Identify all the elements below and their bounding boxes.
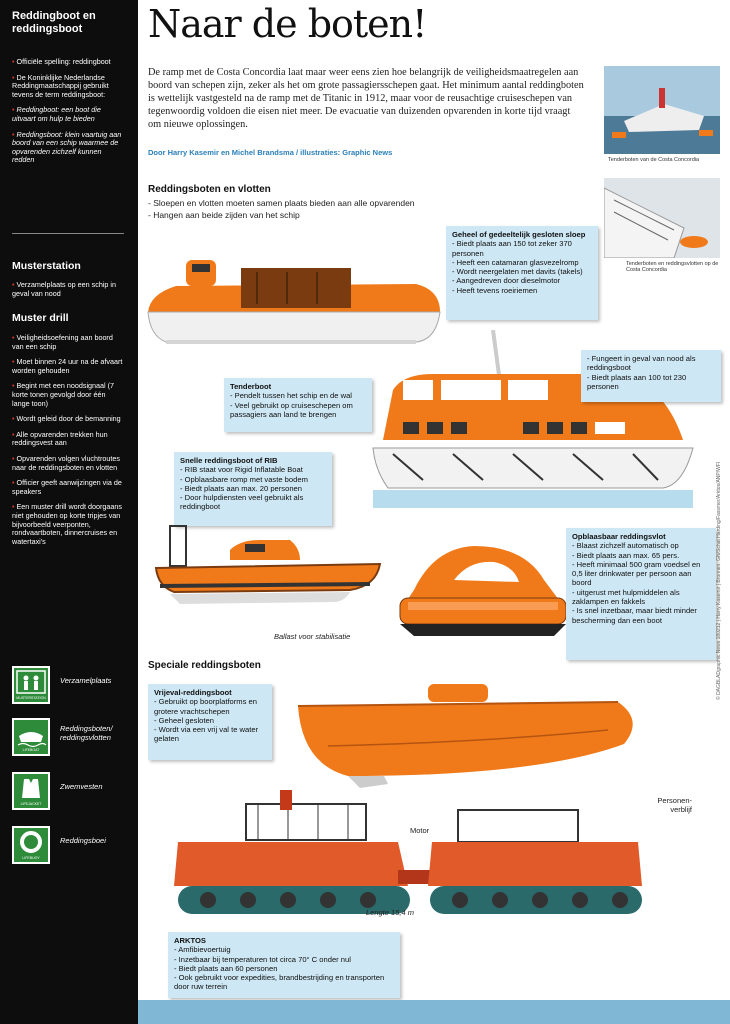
musterstation-heading: Musterstation	[12, 260, 81, 272]
list-item: Is snel inzetbaar, maar biedt minder bes…	[572, 606, 710, 625]
sidebar-title: Reddingboot en reddingsboot	[12, 10, 96, 35]
legend-label: Reddingsboei	[60, 836, 106, 845]
legend-label: Zwemvesten	[60, 782, 103, 791]
list-item: Opblaasbare romp met vaste bodem	[180, 475, 326, 484]
arktos-title: ARKTOS	[174, 936, 206, 945]
arktos-info: ARKTOS Amfibievoertuig Inzetbaar bij tem…	[168, 932, 400, 998]
list-item: Heeft minimaal 500 gram voedsel en 0,5 l…	[572, 560, 710, 588]
legend-lifeboat: LIFEBOAT Reddingsboten/ reddingsvlotten	[12, 718, 137, 762]
list-item: • Wordt geleid door de bemanning	[12, 414, 121, 424]
intro-text: De ramp met de Costa Concordia laat maar…	[148, 67, 584, 130]
svg-text:LIFEBUOY: LIFEBUOY	[22, 856, 40, 860]
list-item: • De Koninklijke Nederlandse Reddingmaat…	[12, 72, 109, 99]
list-item: Biedt plaats aan 100 tot 230 personen	[587, 373, 715, 392]
motor-label: Motor	[410, 826, 430, 835]
personen-verblijf-label: Personen-verblijf	[657, 796, 692, 814]
muster-station-icon: MUSTERSTATION	[12, 666, 50, 704]
lifeboat-icon: LIFEBOAT	[12, 718, 50, 756]
svg-text:LIFEBOAT: LIFEBOAT	[23, 748, 41, 752]
list-item: • Moet binnen 24 uur na de afvaart worde…	[12, 357, 123, 375]
list-item: Wordt neergelaten met davits (takels)	[452, 267, 592, 276]
ballast-label: Ballast voor stabilisatie	[274, 632, 351, 641]
legend-lifejacket: LIFEJACKET Zwemvesten	[12, 772, 137, 816]
list-item: Amfibievoertuig	[174, 945, 394, 954]
photo-caption: Tenderboten van de Costa Concordia	[608, 157, 700, 163]
list-item: • Begint met een noodsignaal (7 korte to…	[12, 381, 115, 408]
tender-extra-info: Fungeert in geval van nood als reddingsb…	[581, 350, 721, 402]
section-heading: Reddingsboten en vlotten	[148, 184, 271, 195]
list-item: Biedt plaats aan 60 personen	[174, 964, 394, 973]
tender-title: Tenderboot	[230, 382, 272, 391]
byline: Door Harry Kasemir en Michel Brandsma / …	[148, 148, 393, 157]
list-item: Gebruikt op boorplatforms en grotere vra…	[154, 697, 266, 716]
list-item: RIB staat voor Rigid Inflatable Boat	[180, 465, 326, 474]
legend-lifebuoy: LIFEBUOY Reddingsboei	[12, 826, 137, 870]
list-item: Biedt plaats aan 150 tot zeker 370 perso…	[452, 239, 592, 258]
list-item: Door hulpdiensten veel gebruikt als redd…	[180, 493, 326, 512]
sidebar: Reddingboot en reddingsboot • Officiële …	[0, 0, 138, 1024]
list-item: Wordt via een vrij val te water gelaten	[154, 725, 266, 744]
svg-text:MUSTERSTATION: MUSTERSTATION	[16, 696, 46, 700]
list-item: Fungeert in geval van nood als reddingsb…	[587, 354, 715, 373]
list-item: Biedt plaats aan max. 20 personen	[180, 484, 326, 493]
list-item: Ook gebruikt voor expedities, brandbestr…	[174, 973, 394, 992]
legend-label: Reddingsboten/ reddingsvlotten	[60, 724, 113, 742]
rib-title: Snelle reddingsboot of RIB	[180, 456, 278, 465]
raft-info: Opblaasbaar reddingsvlot Blaast zichzelf…	[566, 528, 716, 660]
arktos-illustration	[174, 790, 642, 914]
section-heading: Speciale reddingsboten	[148, 660, 261, 671]
section-line: - Sloepen en vlotten moeten samen plaats…	[148, 198, 415, 208]
rib-illustration	[154, 525, 382, 604]
list-item: • Veiligheidsoefening aan boord van een …	[12, 333, 113, 351]
list-item: • Reddingsboot: klein vaartuig aan boord…	[12, 129, 122, 165]
raft-title: Opblaasbaar reddingsvlot	[572, 532, 666, 541]
section-line: - Hangen aan beide zijden van het schip	[148, 210, 300, 220]
list-item: Heeft een catamaran glasvezelromp	[452, 258, 592, 267]
list-item: • Alle opvarenden trekken hun reddingsve…	[12, 429, 108, 448]
freefall-info: Vrijeval-reddingsboot Gebruikt op boorpl…	[148, 684, 272, 760]
tender-boats-photo	[604, 66, 720, 154]
divider	[12, 233, 124, 234]
freefall-title: Vrijeval-reddingsboot	[154, 688, 232, 697]
freefall-boat-illustration	[297, 684, 633, 788]
photo-caption: Tenderboten en reddingsvlotten op de Cos…	[626, 261, 719, 273]
list-item: Geheel gesloten	[154, 716, 266, 725]
list-item: • Een muster drill wordt doorgaans niet …	[12, 502, 122, 546]
musterstation-text: • Verzamelplaats op een schip in geval v…	[12, 280, 117, 298]
svg-text:LIFEJACKET: LIFEJACKET	[21, 802, 43, 806]
closed-boat-info: Geheel of gedeeltelijk gesloten sloep Bi…	[446, 226, 598, 320]
list-item: • Officier geeft aanwijzingen via de spe…	[12, 478, 122, 496]
sidebar-definitions: • Officiële spelling: reddingboot • De K…	[12, 57, 124, 172]
list-item: Aangedreven door dieselmotor	[452, 276, 592, 285]
list-item: • Officiële spelling: reddingboot	[12, 57, 111, 66]
main-content: Naar de boten! De ramp met de Costa Conc…	[138, 0, 730, 1024]
credit-line: © DAGBLADgraphic News 180212 | Harry Kas…	[716, 461, 722, 700]
lifejacket-icon: LIFEJACKET	[12, 772, 50, 810]
list-item: Biedt plaats aan max. 65 pers.	[572, 551, 710, 560]
list-item: • Reddingboot: een boot die uitvaart om …	[12, 105, 101, 123]
list-item: Inzetbaar bij temperaturen tot circa 70°…	[174, 955, 394, 964]
legend-musterstation: MUSTERSTATION Verzamelplaats	[12, 666, 137, 710]
raft-illustration	[399, 546, 567, 636]
page-title: Naar de boten!	[148, 2, 427, 46]
muster-drill-list: • Veiligheidsoefening aan boord van een …	[12, 333, 124, 553]
closed-boat-title: Geheel of gedeeltelijk gesloten sloep	[452, 230, 586, 239]
list-item: Pendelt tussen het schip en de wal	[230, 391, 366, 400]
rib-info: Snelle reddingsboot of RIB RIB staat voo…	[174, 452, 332, 526]
sea-background	[138, 1000, 730, 1024]
list-item: • Opvarenden volgen vluchtroutes naar de…	[12, 453, 121, 472]
list-item: Blaast zichzelf automatisch op	[572, 541, 710, 550]
tender-info: Tenderboot Pendelt tussen het schip en d…	[224, 378, 372, 432]
concordia-photo	[604, 178, 720, 258]
closed-lifeboat-illustration	[147, 260, 441, 344]
muster-drill-heading: Muster drill	[12, 312, 69, 324]
legend-label: Verzamelplaats	[60, 676, 112, 685]
list-item: Heeft tevens roeiriemen	[452, 286, 592, 295]
list-item: uitgerust met hulpmiddelen als zaklampen…	[572, 588, 710, 607]
length-label: Lengte 15,4 m	[366, 908, 414, 917]
list-item: Veel gebruikt op cruiseschepen om passag…	[230, 401, 366, 420]
lifebuoy-icon: LIFEBUOY	[12, 826, 50, 864]
